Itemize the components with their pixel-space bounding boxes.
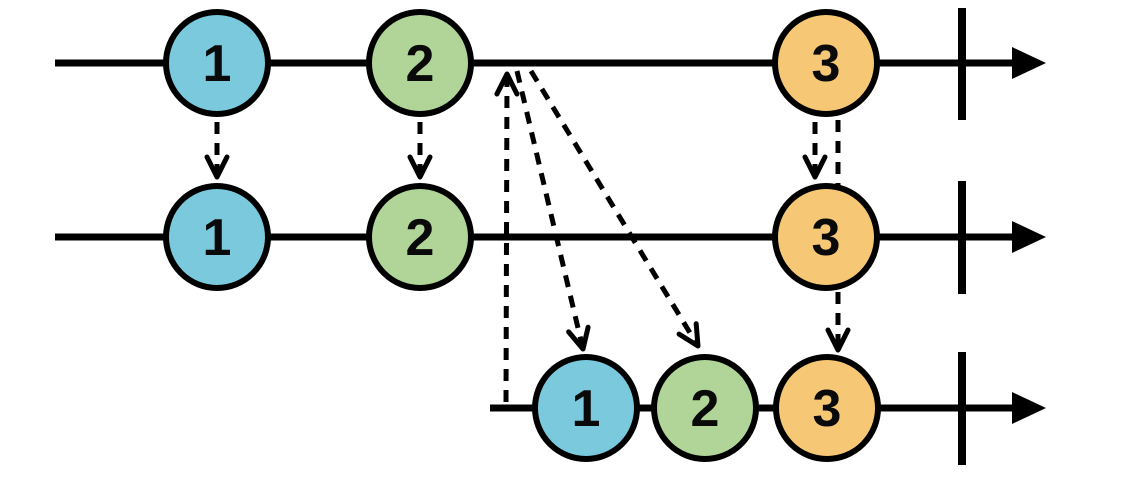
source-timeline-arrowhead <box>1012 47 1046 79</box>
marble-circle-blue <box>532 354 640 462</box>
marble-circle-orange <box>773 354 881 462</box>
marble-circle-green <box>366 183 474 291</box>
marble-inner-1: 1 <box>532 354 640 462</box>
marble-output-3: 3 <box>772 183 880 291</box>
marble-source-1: 1 <box>163 9 271 117</box>
marble-output-1: 1 <box>163 183 271 291</box>
marble-label: 3 <box>812 209 841 267</box>
marble-inner-2: 2 <box>651 354 759 462</box>
marble-circle-blue <box>163 183 271 291</box>
dash-arrow-inner-subscribe-up <box>494 71 520 403</box>
marble-label: 2 <box>406 35 435 93</box>
marble-circle-orange <box>772 183 880 291</box>
marble-output-2: 2 <box>366 183 474 291</box>
output-timeline-arrowhead <box>1012 221 1046 253</box>
mapping-arrows-group <box>204 69 851 403</box>
marble-label: 1 <box>203 209 232 267</box>
marble-source-3: 3 <box>772 9 880 117</box>
marble-source-2: 2 <box>366 9 474 117</box>
marble-label: 1 <box>203 35 232 93</box>
marble-circle-green <box>651 354 759 462</box>
dash-arrow-source-to-inner2 <box>528 69 701 349</box>
marble-circle-orange <box>772 9 880 117</box>
dash-arrow-source-to-inner1 <box>514 70 591 352</box>
marble-label: 1 <box>572 380 601 438</box>
marble-circle-blue <box>163 9 271 117</box>
marble-circle-green <box>366 9 474 117</box>
inner-timeline-arrowhead <box>1012 392 1046 424</box>
marble-label: 3 <box>813 380 842 438</box>
marble-label: 2 <box>691 380 720 438</box>
marble-inner-3: 3 <box>773 354 881 462</box>
marble-label: 3 <box>812 35 841 93</box>
marble-label: 2 <box>406 209 435 267</box>
